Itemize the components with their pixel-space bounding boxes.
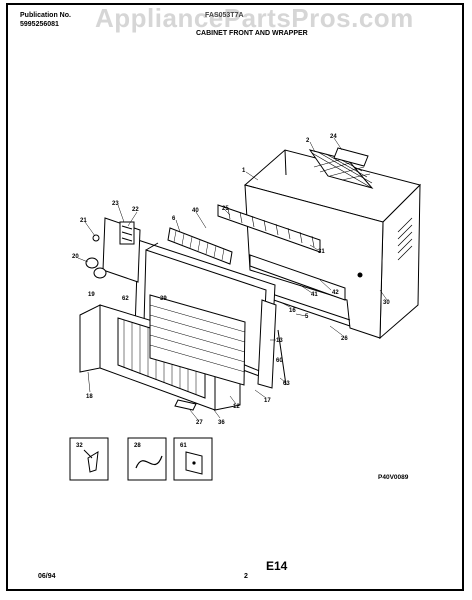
curtain-rod [277,329,287,386]
callout-20: 20 [72,254,79,260]
footer-page-number: 2 [244,573,248,580]
callout-30: 30 [383,300,390,306]
air-filter [149,294,246,386]
cabinet-wrapper [217,149,421,340]
callout-25: 25 [222,206,229,212]
callout-21: 21 [80,218,87,224]
inset-box-32: 32 [69,437,109,481]
model-number: FAS053T7A [205,12,244,19]
callout-62: 62 [122,296,129,302]
callout-31: 31 [318,249,325,255]
callout-16: 16 [289,308,296,314]
section-title: CABINET FRONT AND WRAPPER [196,30,308,37]
callout-2: 2 [306,138,310,144]
side-curtain [257,299,277,389]
inset-detail-boxes: 32 28 61 [69,437,213,481]
inset-box-61: 61 [173,437,213,481]
callout-63: 63 [283,381,290,387]
callout-42: 42 [332,290,339,296]
callout-41: 41 [311,292,318,298]
sheet-border [6,3,464,591]
callout-12: 12 [233,404,240,410]
leader-lines [77,137,388,421]
footer-date: 06/94 [38,573,56,580]
label-sheet [333,147,369,167]
filter-bar [167,227,233,265]
callout-60: 60 [276,358,283,364]
callout-36: 36 [218,420,225,426]
control-bracket [102,217,141,283]
callout-40: 40 [192,208,199,214]
watermark: AppliancePartsPros.com [95,3,414,33]
drawing-reference-code: P40V0089 [378,474,409,481]
callout-24: 24 [330,134,337,140]
callout-18: 18 [86,394,93,400]
publication-label: Publication No. [20,12,71,19]
callout-19: 19 [88,292,95,298]
callout-23: 23 [112,201,119,207]
callout-1: 1 [242,168,246,174]
inset-callout-28: 28 [134,443,141,449]
foot [174,399,197,411]
callout-39: 39 [160,296,167,302]
footer-section-code: E14 [266,559,288,573]
publication-number: 5995256081 [20,21,59,28]
inset-callout-61: 61 [180,443,187,449]
inset-callout-32: 32 [76,443,83,449]
callout-17: 17 [264,398,271,404]
callout-22: 22 [132,207,139,213]
inset-box-28: 28 [127,437,167,481]
callout-26: 26 [341,336,348,342]
callout-13: 13 [276,338,283,344]
callout-5: 5 [305,314,309,320]
callout-27: 27 [196,420,203,426]
control-knobs [85,234,107,279]
callout-6: 6 [172,216,176,222]
